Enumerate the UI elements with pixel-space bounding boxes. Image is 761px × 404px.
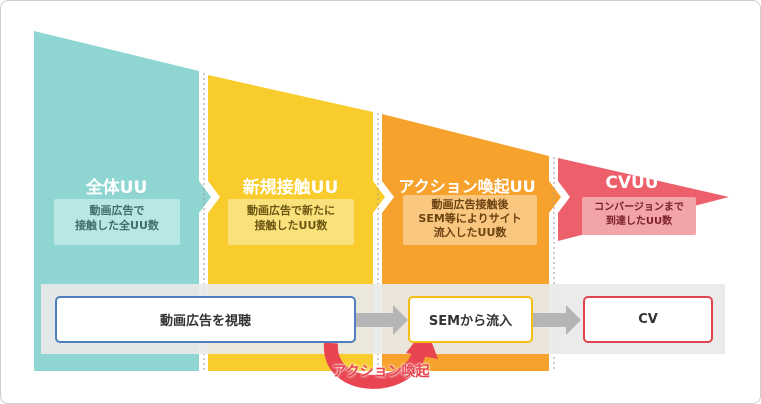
flow-arrow-1-head [393,305,408,335]
loop-label: アクション喚起 [332,364,430,380]
loop-arrow-head [406,327,438,359]
stage-4-desc: コンバージョンまで 到達したUU数 [582,197,696,235]
stage-1-desc: 動画広告で 接触した全UU数 [54,199,180,245]
stage-1-title: 全体UU [85,178,148,198]
flow-arrow-2-body [532,313,568,327]
loop-arrow [323,342,426,389]
stage-2-title: 新規接触UU [242,178,339,198]
flow-arrow-2-head [566,305,581,335]
stage-4-title: CVUU [605,173,659,193]
flow-step-watch-video: 動画広告を視聴 [55,296,356,343]
stage-2-desc: 動画広告で新たに 接触したUU数 [228,199,354,245]
stage-3-desc: 動画広告接触後 SEM等によりサイト 流入したUU数 [403,195,537,245]
flow-step-sem-inflow: SEMから流入 [408,296,533,343]
flow-step-cv: CV [583,296,713,343]
stage-3-title: アクション喚起UU [398,177,536,196]
flow-arrow-1-body [355,313,395,327]
